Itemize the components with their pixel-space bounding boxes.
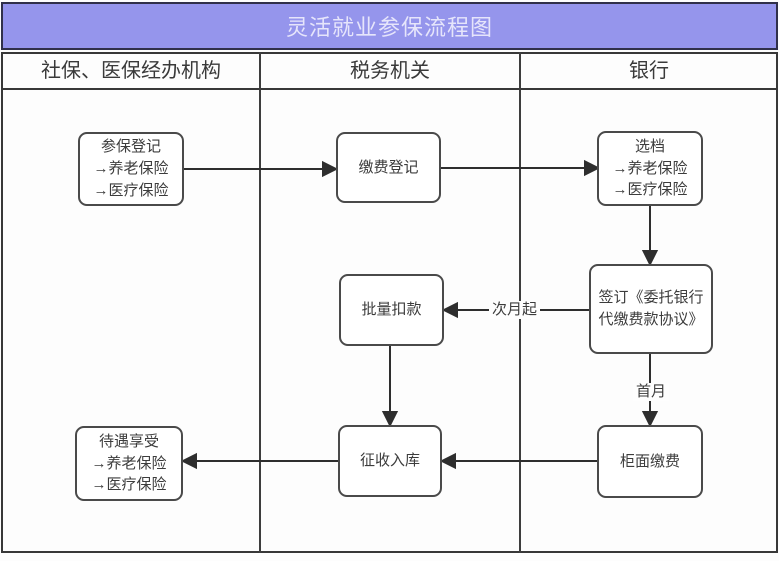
node-line: 签订《委托银行 bbox=[598, 289, 704, 307]
lane-header-shebao: 社保、医保经办机构 bbox=[41, 60, 221, 82]
node-line: →养老保险 bbox=[93, 160, 169, 178]
arrowhead-left-1 bbox=[441, 301, 458, 319]
swimlane-frame bbox=[1, 52, 778, 553]
edge-label-first-month: 首月 bbox=[633, 383, 670, 401]
header-divider-line bbox=[1, 88, 778, 90]
node-line: 征收入库 bbox=[359, 452, 420, 470]
arrowhead-left-2 bbox=[439, 452, 456, 470]
node-select-tier: 选档 →养老保险 →医疗保险 bbox=[597, 131, 703, 206]
node-line: 代缴费款协议》 bbox=[598, 311, 704, 328]
page-title: 灵活就业参保流程图 bbox=[285, 15, 493, 40]
lane-header-yinhang: 银行 bbox=[629, 60, 669, 82]
node-batch-deduction: 批量扣款 bbox=[339, 274, 444, 346]
node-enroll-registration: 参保登记 →养老保险 →医疗保险 bbox=[78, 132, 184, 206]
edge-label-next-month: 次月起 bbox=[489, 301, 541, 319]
node-line: →养老保险 bbox=[612, 159, 688, 177]
arrowhead-down-3 bbox=[641, 411, 659, 428]
node-line: 参保登记 bbox=[100, 138, 161, 156]
node-counter-payment: 柜面缴费 bbox=[597, 425, 703, 498]
arrowhead-right-2 bbox=[584, 159, 601, 177]
node-line: 柜面缴费 bbox=[619, 452, 680, 470]
node-collection-storage: 征收入库 bbox=[338, 425, 442, 497]
title-bar: 灵活就业参保流程图 bbox=[1, 2, 778, 50]
lane-divider-1 bbox=[259, 52, 261, 553]
node-line: 批量扣款 bbox=[361, 301, 422, 319]
node-line: →医疗保险 bbox=[91, 476, 167, 494]
node-payment-registration: 缴费登记 bbox=[336, 132, 441, 203]
node-line: →医疗保险 bbox=[93, 181, 169, 199]
arrowhead-down-2 bbox=[381, 411, 399, 428]
arrowhead-right-1 bbox=[322, 160, 339, 178]
arrowhead-down-1 bbox=[641, 250, 659, 267]
node-line: →医疗保险 bbox=[612, 181, 688, 199]
node-line: 缴费登记 bbox=[358, 158, 419, 176]
node-line: 待遇享受 bbox=[98, 432, 159, 450]
node-benefit-enjoyment: 待遇享受 →养老保险 →医疗保险 bbox=[75, 426, 183, 501]
lane-header-shuiwu: 税务机关 bbox=[350, 60, 430, 82]
node-line: 选档 bbox=[634, 137, 665, 155]
arrowhead-left-3 bbox=[180, 452, 197, 470]
node-sign-agreement: 签订《委托银行 代缴费款协议》 bbox=[589, 264, 713, 354]
node-line: →养老保险 bbox=[91, 454, 167, 472]
